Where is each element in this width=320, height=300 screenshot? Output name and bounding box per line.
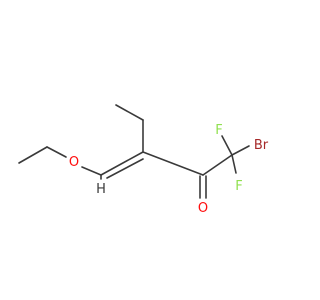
bond-vinyl-double-outer xyxy=(100,151,144,176)
fluorine-bottom-label: F xyxy=(235,179,242,194)
bond-c3-carbonyl-carbon xyxy=(142,151,204,176)
bond-ch2-oxygen-ethoxy xyxy=(46,146,67,158)
fluorine-top-label: F xyxy=(215,123,222,138)
molecule-structure-diagram: O H O Br F F xyxy=(18,104,269,216)
bond-oxygen-vinyl-carbon xyxy=(81,166,102,176)
bond-carbonyl-cf2br xyxy=(202,154,233,176)
bond-ch2-ch3 xyxy=(115,104,144,121)
ether-oxygen-label: O xyxy=(69,155,79,170)
carbonyl-oxygen-label: O xyxy=(198,201,208,216)
vinyl-hydrogen-label: H xyxy=(96,182,106,197)
bond-carbon-fluorine-top xyxy=(221,135,233,156)
bond-carbon-bromine xyxy=(231,145,250,156)
bond-vinyl-double-inner xyxy=(106,158,144,179)
bond-ch3-ch2-ethoxy xyxy=(18,146,48,164)
bond-carbon-fluorine-bottom xyxy=(231,154,237,174)
bromine-label: Br xyxy=(254,138,269,153)
